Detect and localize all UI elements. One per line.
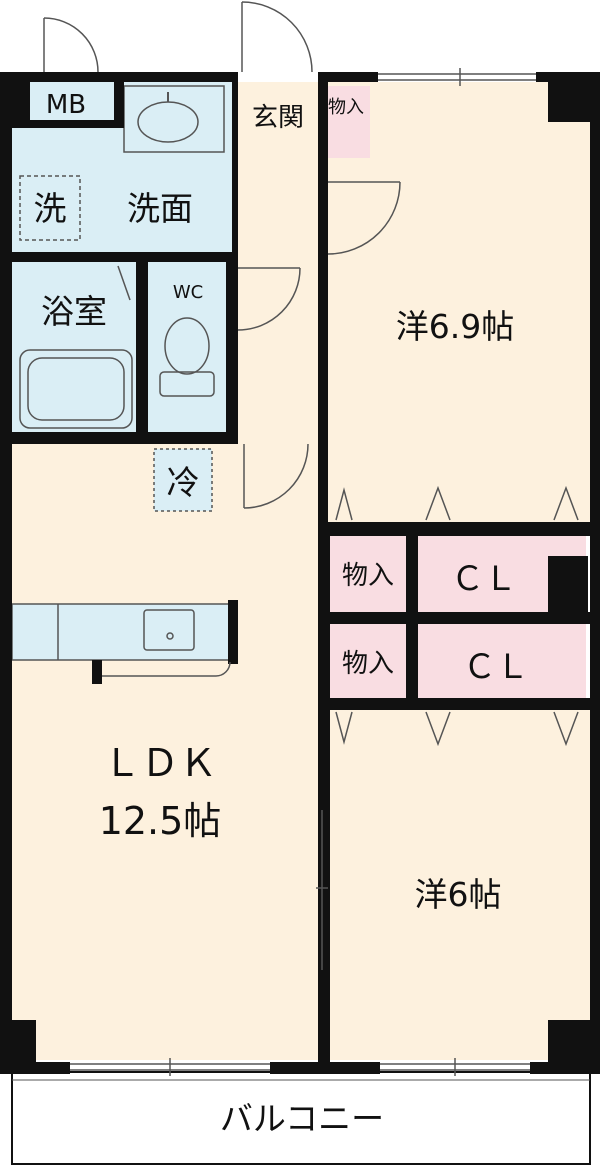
entrance-storage-label: 物入 [328, 97, 364, 118]
balcony-area [11, 1071, 591, 1165]
closet-1-label: ＣＬ [451, 559, 517, 598]
toilet-bowl [164, 317, 210, 375]
sink-drain [166, 632, 174, 640]
doors [43, 1, 579, 970]
western-room-2-label: 洋6帖 [415, 875, 502, 914]
storage-2-label: 物入 [342, 649, 394, 679]
toilet-tank [159, 371, 215, 397]
walls [0, 72, 600, 1074]
bathtub [19, 349, 133, 429]
wash-label: 洗 [34, 189, 67, 228]
wc-label: WC [173, 282, 203, 303]
washroom-label: 洗面 [127, 189, 193, 228]
fridge-space [153, 448, 213, 512]
ldk-size-label: 12.5帖 [99, 799, 222, 843]
entrance-label: 玄関 [252, 103, 304, 133]
washing-machine-space [19, 175, 81, 241]
bath-floor [12, 262, 140, 434]
entrance-storage-text: 物入 [328, 97, 364, 118]
kitchen-sink [143, 609, 195, 651]
ldk-name-label: ＬＤＫ [103, 741, 217, 785]
storage-1-label: 物入 [342, 561, 394, 591]
mb-label: MB [46, 90, 86, 120]
closet-2-label: ＣＬ [463, 647, 529, 686]
closet-2-floor [418, 624, 586, 700]
western-room-1-label: 洋6.9帖 [396, 307, 514, 346]
western-room-1-floor [328, 82, 590, 524]
kitchen-counter [11, 603, 231, 661]
bath-label: 浴室 [41, 292, 107, 331]
western-room-2-floor [328, 708, 590, 1060]
storage-1-floor [330, 536, 406, 612]
bathtub-inner [27, 357, 125, 421]
windows [70, 68, 536, 1076]
balcony-label: バルコニー [220, 1099, 384, 1138]
storage-2-floor [330, 624, 406, 700]
entrance-storage-floor [322, 86, 370, 158]
fridge-label: 冷 [167, 463, 200, 502]
hallway-floor [238, 82, 320, 442]
ldk-floor [12, 440, 320, 1060]
wc-floor [148, 262, 232, 434]
